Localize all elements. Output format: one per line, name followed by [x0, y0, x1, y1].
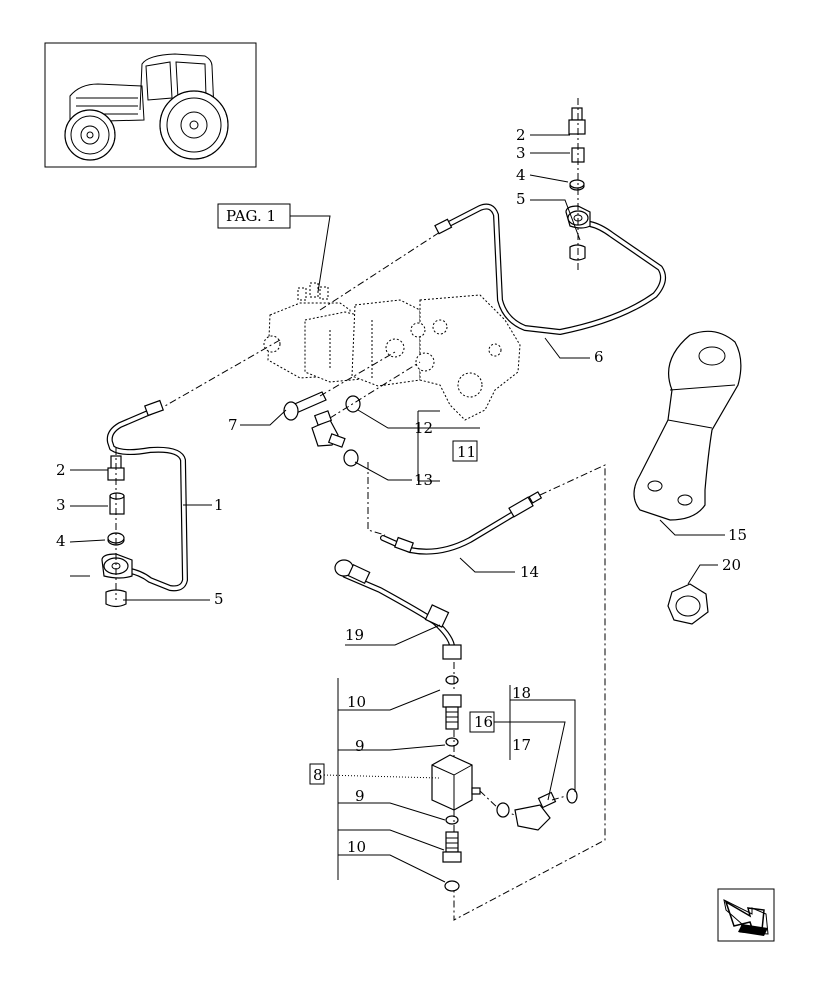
- elbow-fitting: [311, 361, 421, 467]
- label-13: 13: [414, 471, 433, 489]
- label-6: 6: [594, 348, 604, 366]
- valve-block-assembly: [263, 282, 521, 421]
- label-2-top: 2: [516, 126, 526, 144]
- fittings-top-right: [565, 98, 591, 272]
- nut-20: [667, 583, 709, 625]
- label-10-top: 10: [347, 693, 366, 711]
- label-11: 11: [457, 443, 476, 461]
- label-20: 20: [722, 556, 741, 574]
- valve-body-8: [431, 662, 516, 892]
- callout-11: [417, 410, 478, 482]
- bolt-7: [283, 351, 396, 421]
- label-1: 1: [214, 496, 224, 514]
- label-14: 14: [520, 563, 539, 581]
- label-8: 8: [313, 766, 323, 784]
- label-3-top: 3: [516, 144, 526, 162]
- pipe-6: [434, 203, 667, 335]
- label-19: 19: [345, 626, 364, 644]
- label-3-left: 3: [56, 496, 66, 514]
- label-12: 12: [414, 419, 433, 437]
- page-reference-callout: PAG. 1: [217, 203, 331, 293]
- page-reference: PAG. 1: [226, 207, 276, 225]
- label-16: 16: [474, 713, 493, 731]
- label-9-bottom: 9: [355, 787, 365, 805]
- tractor-thumbnail-icon: [44, 42, 257, 168]
- label-2-left: 2: [56, 461, 66, 479]
- elbow-17-fitting: [496, 788, 578, 831]
- hose-19: [334, 559, 462, 660]
- bracket-15: [633, 330, 742, 521]
- callout-16: [469, 685, 576, 801]
- label-10-bottom: 10: [347, 838, 366, 856]
- next-page-arrow-icon[interactable]: [717, 888, 775, 942]
- label-4-left: 4: [56, 532, 66, 550]
- pipe-1: [106, 399, 188, 592]
- label-15: 15: [728, 526, 747, 544]
- label-5-left: 5: [214, 590, 224, 608]
- label-17: 17: [512, 736, 531, 754]
- fittings-left: [101, 448, 133, 608]
- pipe-14: [367, 462, 606, 921]
- callout-8: [309, 678, 441, 880]
- label-18: 18: [512, 684, 531, 702]
- label-7: 7: [228, 416, 238, 434]
- label-5-top: 5: [516, 190, 526, 208]
- label-9-top: 9: [355, 737, 365, 755]
- label-4-top: 4: [516, 166, 526, 184]
- leader-lines: [69, 134, 725, 883]
- part-labels: 2 3 4 5 6 7 12 11 13 2 3 4 1 5 14 15 20 …: [56, 126, 747, 856]
